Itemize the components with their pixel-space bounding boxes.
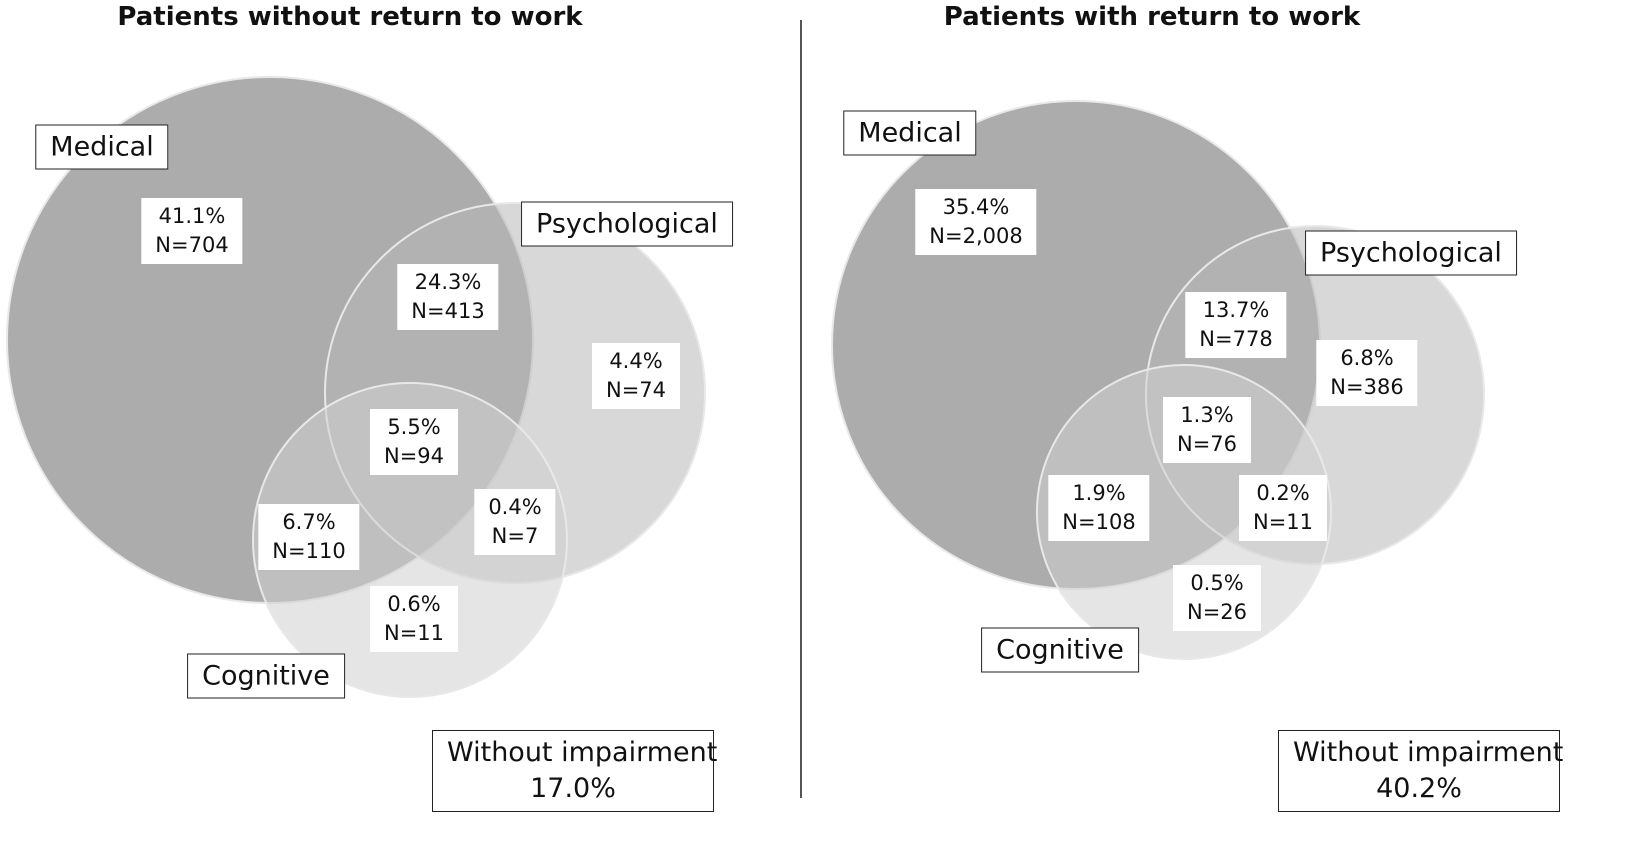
region-percent: 1.9% [1072,481,1126,505]
region-medical-only: 35.4% N=2,008 [915,189,1037,255]
without-impairment-label: Without impairment [1293,737,1564,768]
without-impairment-label: Without impairment [447,737,718,768]
region-percent: 6.8% [1340,346,1394,370]
psychological-label: Psychological [1305,230,1517,276]
region-medical-cognitive: 1.9% N=108 [1048,475,1150,541]
region-percent: 41.1% [158,204,226,228]
psychological-label: Psychological [521,201,733,247]
without-impairment-value: 40.2% [1376,773,1462,804]
medical-label: Medical [843,110,977,156]
without-impairment-box: Without impairment 17.0% [432,730,718,812]
region-cognitive-only: 0.5% N=26 [1172,565,1262,631]
region-percent: 24.3% [414,270,482,294]
region-percent: 5.5% [387,415,441,439]
region-count: N=110 [272,539,346,563]
region-percent: 13.7% [1202,298,1270,322]
region-percent: 1.3% [1180,403,1234,427]
region-count: N=26 [1186,600,1248,624]
region-psychological-only: 6.8% N=386 [1316,340,1418,406]
region-count: N=74 [605,378,667,402]
region-medical-cognitive: 6.7% N=110 [258,504,360,570]
region-psychological-cognitive: 0.4% N=7 [474,489,556,555]
region-medical-psychological: 13.7% N=778 [1185,292,1287,358]
region-percent: 0.5% [1190,571,1244,595]
region-cognitive-only: 0.6% N=11 [369,586,459,652]
region-count: N=778 [1199,327,1273,351]
panel-title: Patients with return to work [943,2,1361,32]
region-percent: 0.2% [1256,481,1310,505]
region-count: N=108 [1062,510,1136,534]
region-all-three: 1.3% N=76 [1162,397,1252,463]
panel-divider [800,20,802,798]
panel-with-return: Patients with return to work Medical Psy… [801,0,1632,856]
without-impairment-value: 17.0% [530,773,616,804]
region-count: N=11 [1252,510,1314,534]
region-count: N=413 [411,299,485,323]
panel-without-return: Patients without return to work Medical … [0,0,800,856]
region-count: N=2,008 [929,224,1023,248]
region-count: N=94 [383,444,445,468]
medical-label: Medical [35,124,169,170]
panel-title: Patients without return to work [117,2,583,32]
region-count: N=386 [1330,375,1404,399]
cognitive-label: Cognitive [187,653,345,699]
region-psychological-only: 4.4% N=74 [591,343,681,409]
region-percent: 4.4% [609,349,663,373]
region-medical-only: 41.1% N=704 [141,198,243,264]
region-count: N=11 [383,621,445,645]
region-percent: 6.7% [282,510,336,534]
region-all-three: 5.5% N=94 [369,409,459,475]
region-percent: 0.6% [387,592,441,616]
cognitive-label: Cognitive [981,627,1139,673]
region-psychological-cognitive: 0.2% N=11 [1238,475,1328,541]
region-percent: 35.4% [942,195,1010,219]
region-percent: 0.4% [488,495,542,519]
region-count: N=704 [155,233,229,257]
without-impairment-box: Without impairment 40.2% [1278,730,1564,812]
region-count: N=7 [491,524,539,548]
region-count: N=76 [1176,432,1238,456]
cognitive-circle [252,382,568,698]
region-medical-psychological: 24.3% N=413 [397,264,499,330]
